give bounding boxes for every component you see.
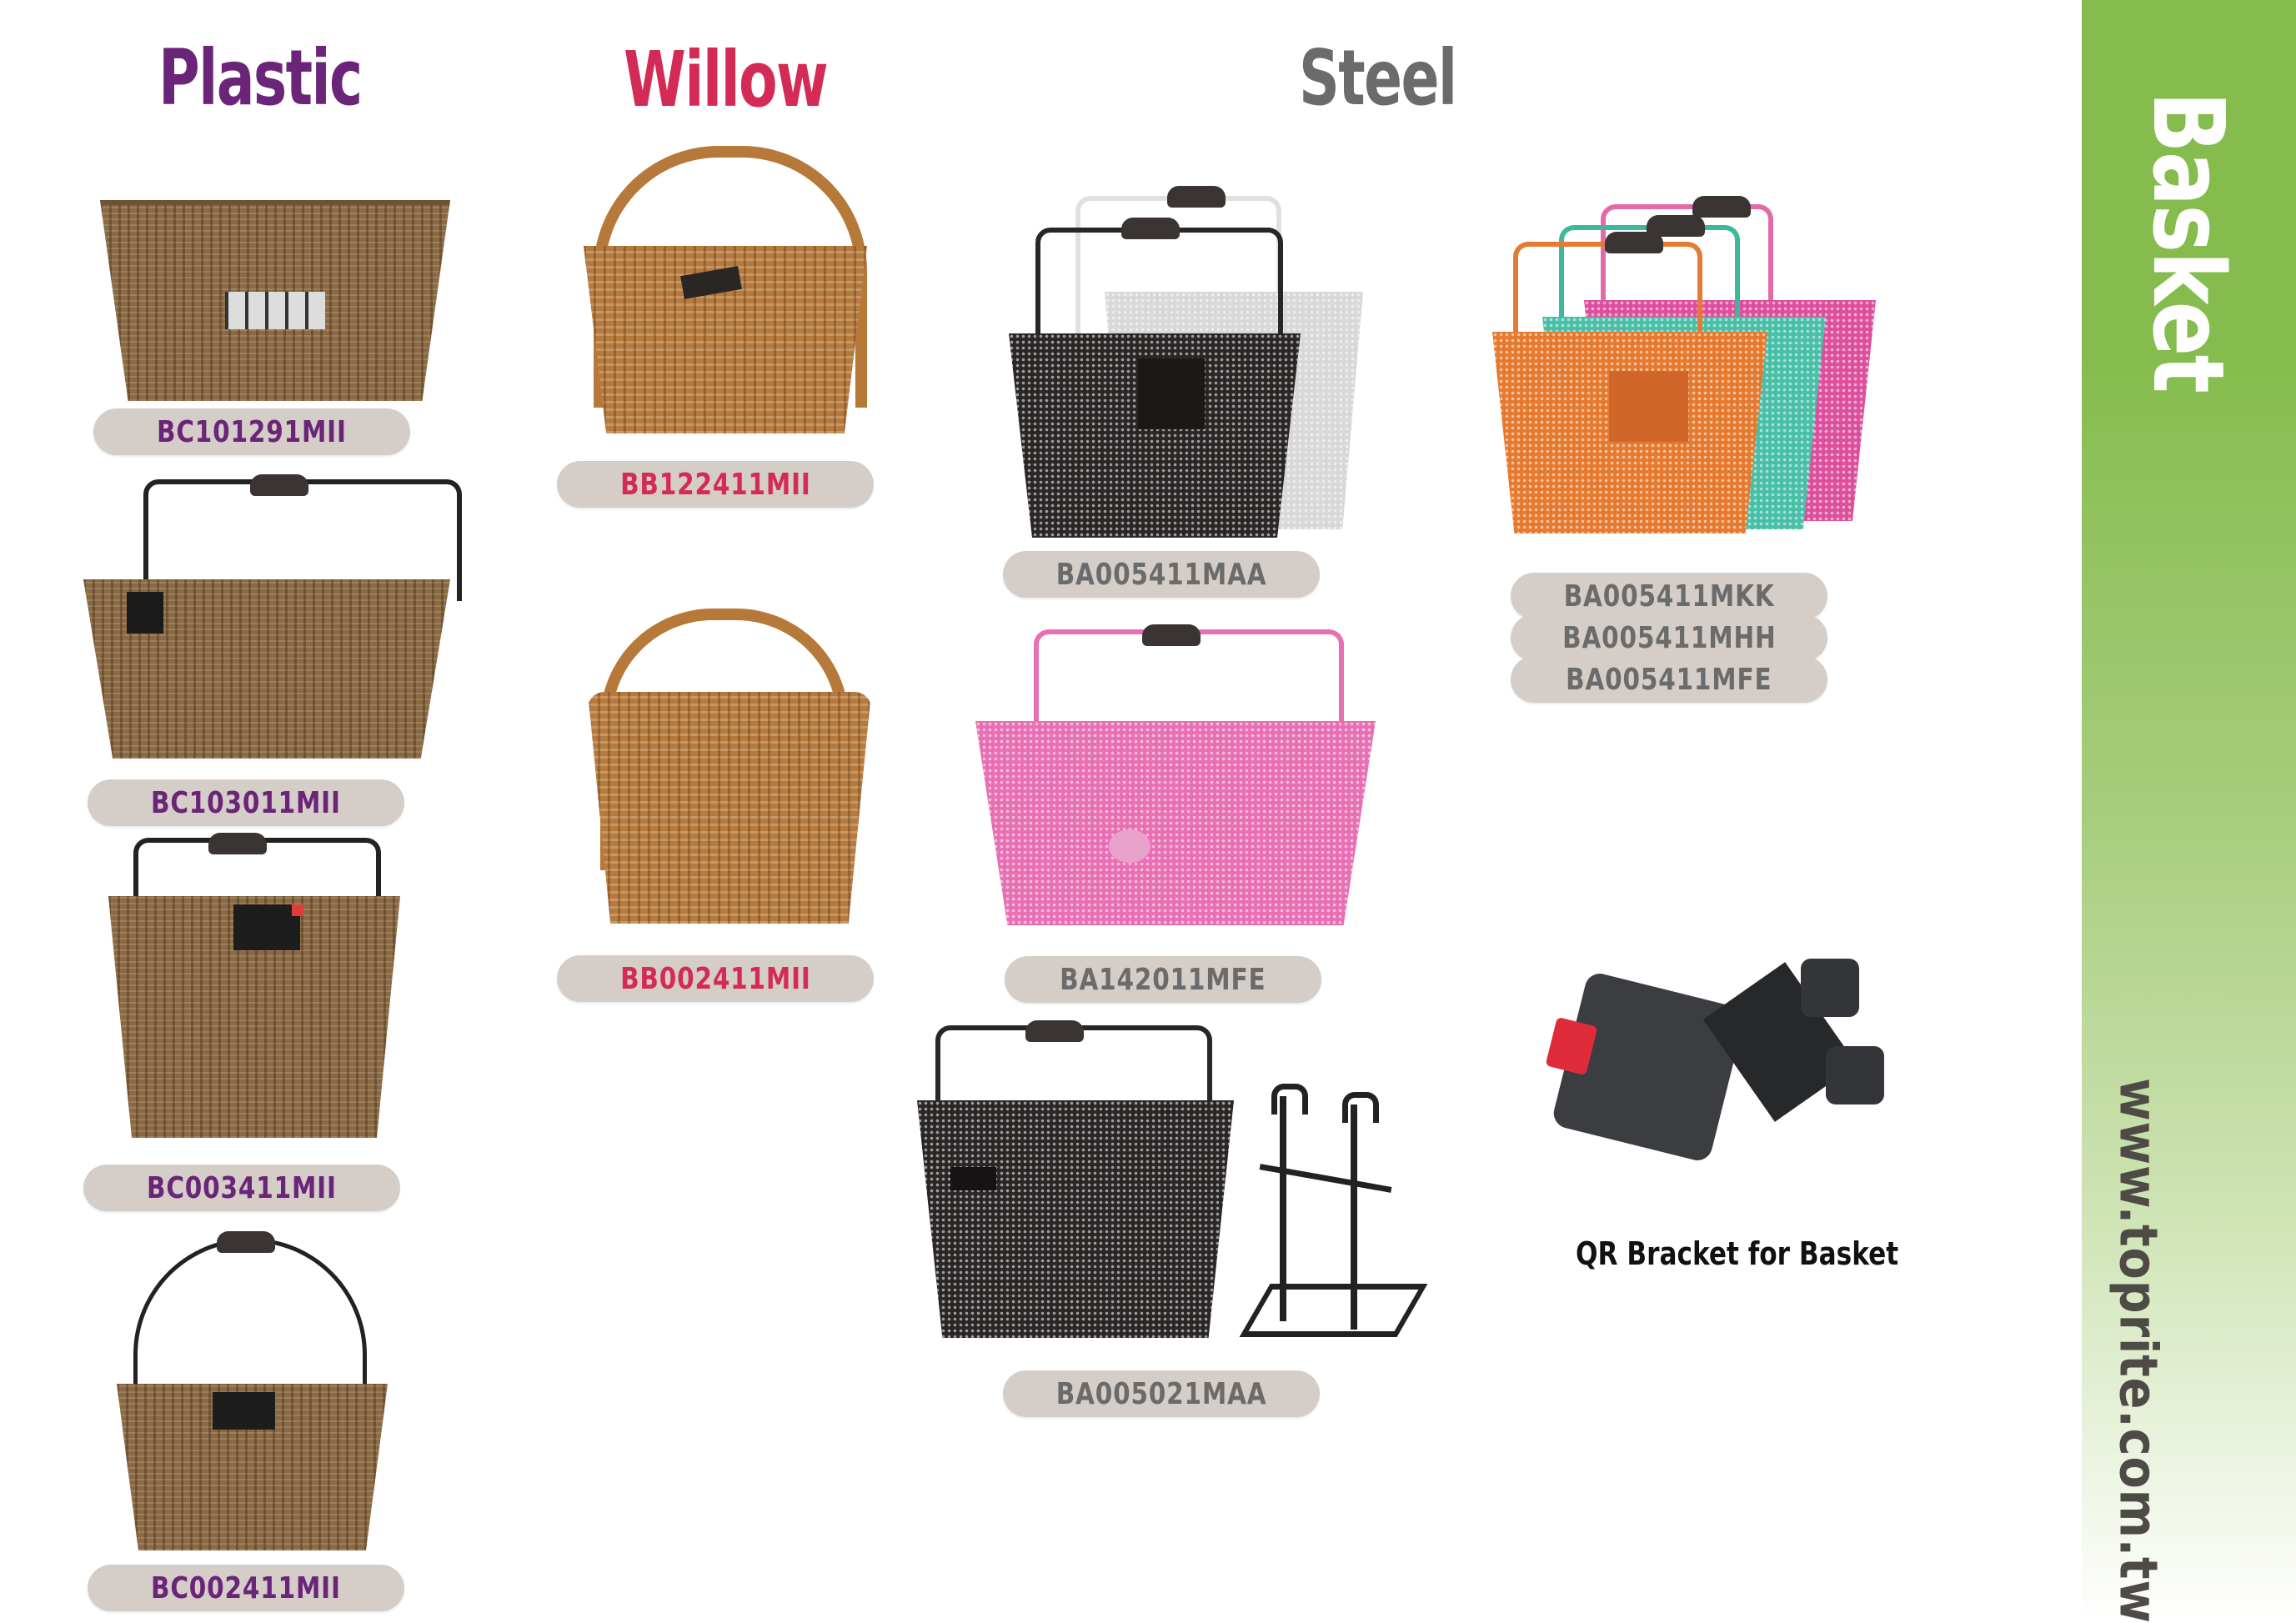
product-image-ba005411-colors — [1492, 192, 1884, 533]
product-image-ba142011mfe — [975, 624, 1376, 925]
product-code: BC101291MII — [157, 414, 347, 449]
product-code-pill: BC002411MII — [88, 1565, 404, 1611]
product-code-pill: BB002411MII — [557, 955, 874, 1002]
product-code: BA142011MFE — [1060, 962, 1266, 997]
product-code: BC003411MII — [147, 1170, 337, 1205]
product-code: BC002411MII — [151, 1570, 341, 1605]
product-code-pill: BA142011MFE — [1005, 956, 1321, 1003]
product-code: BB122411MII — [619, 467, 811, 502]
section-band — [2082, 0, 2296, 1623]
product-image-bc002411mii — [117, 1231, 388, 1555]
product-image-ba005021maa — [917, 1020, 1428, 1342]
website-url: www.toprite.com.tw — [2097, 1078, 2180, 1623]
product-code: BA005411MFE — [1566, 662, 1772, 697]
website-url-text: www.toprite.com.tw — [2108, 1077, 2169, 1623]
plastic-heading: Plastic — [158, 33, 363, 123]
product-code-pill: BA005411MAA — [1003, 551, 1320, 598]
product-image-ba005411maa — [1009, 179, 1376, 538]
qr-bracket-image — [1545, 954, 1892, 1164]
product-image-bb122411mii — [584, 146, 867, 438]
steel-heading: Steel — [1299, 33, 1457, 123]
product-code: BB002411MII — [619, 961, 811, 996]
product-code-pill: BA005411MHH — [1511, 614, 1827, 661]
product-code-pill: BB122411MII — [557, 461, 874, 508]
product-code-pill: BA005411MFE — [1511, 656, 1827, 703]
product-code-pill: BC101291MII — [93, 408, 410, 455]
product-code-pill: BA005411MKK — [1511, 573, 1827, 619]
product-image-bb002411mii — [588, 609, 871, 925]
product-image-bc103011mii — [83, 474, 462, 763]
product-code-pill: BC003411MII — [83, 1165, 400, 1211]
section-title: Basket — [2097, 67, 2280, 417]
product-code: BA005021MAA — [1055, 1376, 1267, 1411]
product-code-pill: BC103011MII — [88, 779, 404, 826]
product-code: BA005411MKK — [1563, 579, 1775, 614]
section-title-text: Basket — [2131, 91, 2247, 393]
willow-heading: Willow — [624, 35, 829, 124]
qr-bracket-caption: QR Bracket for Basket — [1576, 1235, 1899, 1272]
product-code: BA005411MHH — [1562, 620, 1777, 655]
product-image-bc101291mii — [100, 158, 450, 401]
product-image-bc003411mii — [108, 833, 400, 1138]
product-code: BC103011MII — [151, 785, 341, 820]
product-code-pill: BA005021MAA — [1003, 1370, 1320, 1417]
product-code: BA005411MAA — [1055, 557, 1267, 592]
